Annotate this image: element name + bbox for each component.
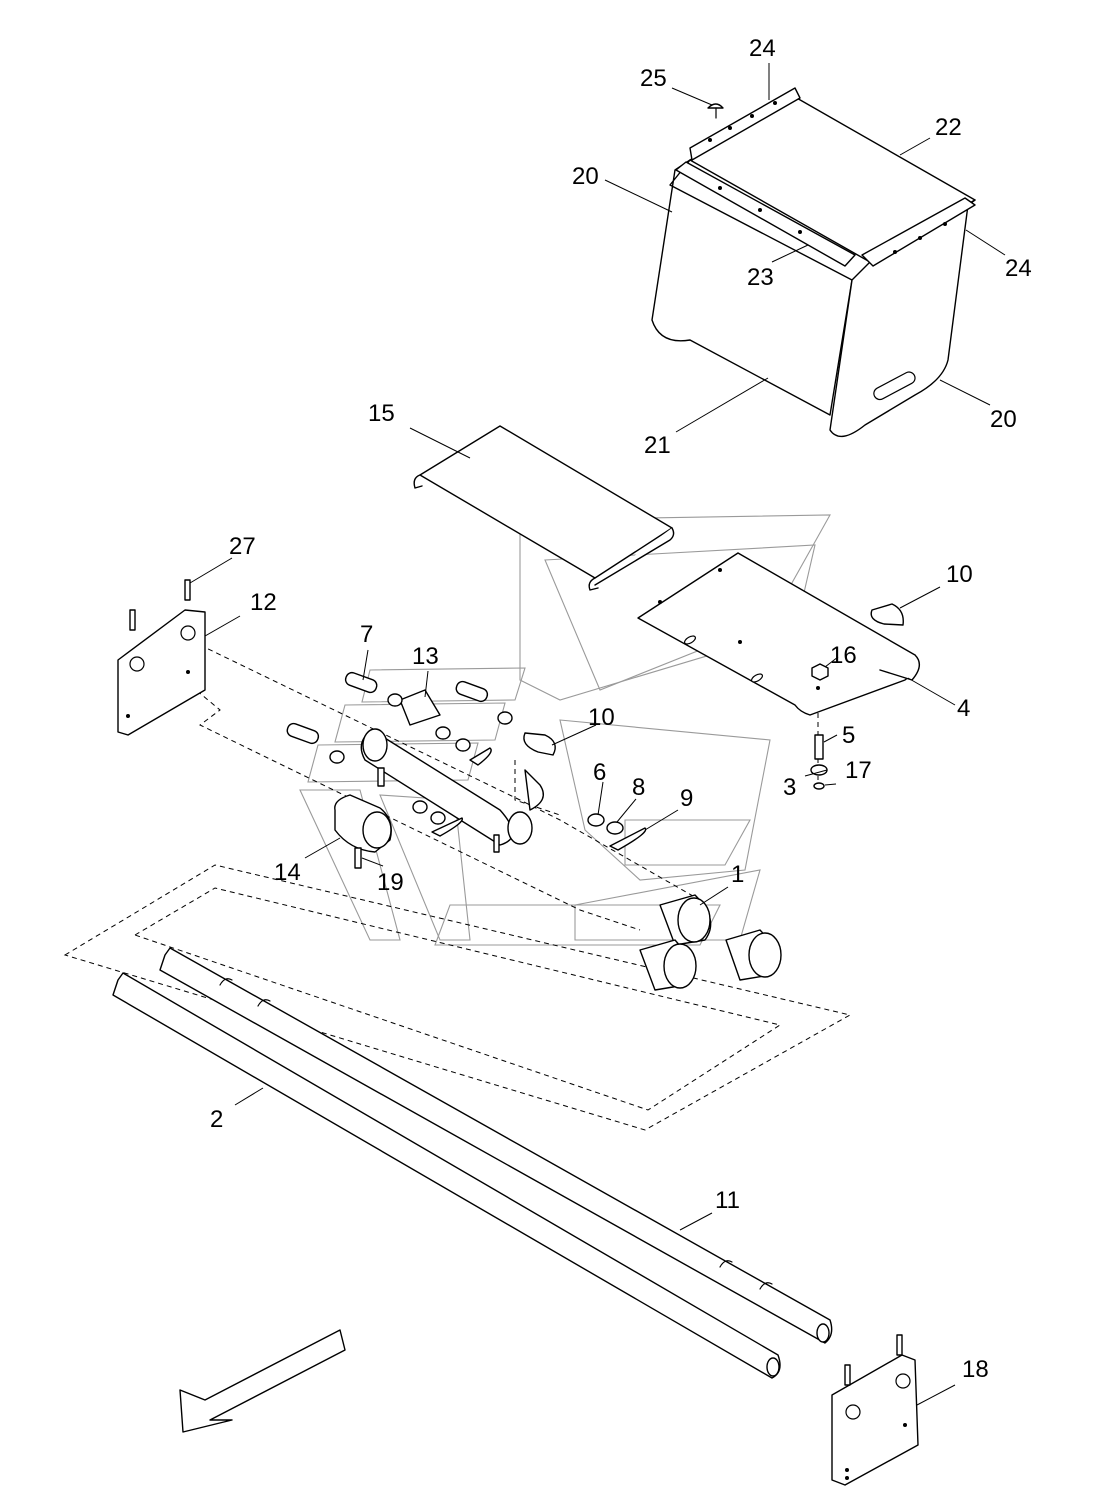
callout-1: 1 [731,861,744,888]
callout-23: 23 [747,264,774,291]
side-plate-18 [831,1334,919,1486]
callout-7: 7 [360,621,373,648]
cover-angle-strip-right [861,197,976,267]
callout-18: 18 [962,1356,989,1383]
knob-10-right [870,603,904,626]
pins-and-washers [286,671,647,851]
carrier-13 [334,689,544,869]
leader-lines [189,63,1006,1406]
callout-24-top: 24 [749,35,776,62]
washer-17 [813,782,825,790]
callout-labels: 24 25 22 20 24 23 20 21 15 27 12 10 7 13… [210,35,1032,1383]
cover-angle-strip-back [689,87,801,161]
callout-8: 8 [632,774,645,801]
rivet-25 [707,103,724,109]
callout-25: 25 [640,65,667,92]
callout-10-right: 10 [946,561,973,588]
stud-5 [814,734,824,760]
callout-22: 22 [935,114,962,141]
assembly-guide-lines [63,644,852,1131]
cover-handle-slot [873,371,916,401]
mounting-plate-4 [637,552,920,716]
callout-13: 13 [412,643,439,670]
nut-6 [587,813,605,827]
washer-8 [606,821,624,835]
callout-6: 6 [593,759,606,786]
callout-10-center: 10 [588,704,615,731]
callout-21: 21 [644,432,671,459]
callout-24-right: 24 [1005,255,1032,282]
callout-16: 16 [830,642,857,669]
fasteners-5-3-16-17 [810,663,829,790]
callout-2: 2 [210,1106,223,1133]
callout-9: 9 [680,785,693,812]
cover-box-assembly [651,87,976,438]
cotter-pin-9 [609,827,647,851]
callout-20-left: 20 [572,163,599,190]
callout-4: 4 [957,695,970,722]
callout-20-right: 20 [990,406,1017,433]
direction-arrow [179,1329,346,1433]
shaft-2 [112,972,781,1379]
callout-27: 27 [229,533,256,560]
callout-5: 5 [842,722,855,749]
cover-side-panel-right [829,199,976,438]
side-plate-12 [117,579,206,736]
rollers-1 [639,894,782,991]
callout-3: 3 [783,774,796,801]
cover-side-panel-left [651,159,853,416]
callout-17: 17 [845,757,872,784]
cover-plate-15 [413,425,675,591]
shafts-2-11 [112,947,833,1379]
callout-15: 15 [368,400,395,427]
shaft-11 [159,947,833,1344]
callout-14: 14 [274,859,301,886]
callout-12: 12 [250,589,277,616]
callout-19: 19 [377,869,404,896]
knob-10-center [523,732,556,756]
nut-16 [811,663,829,681]
callout-11: 11 [715,1187,740,1214]
